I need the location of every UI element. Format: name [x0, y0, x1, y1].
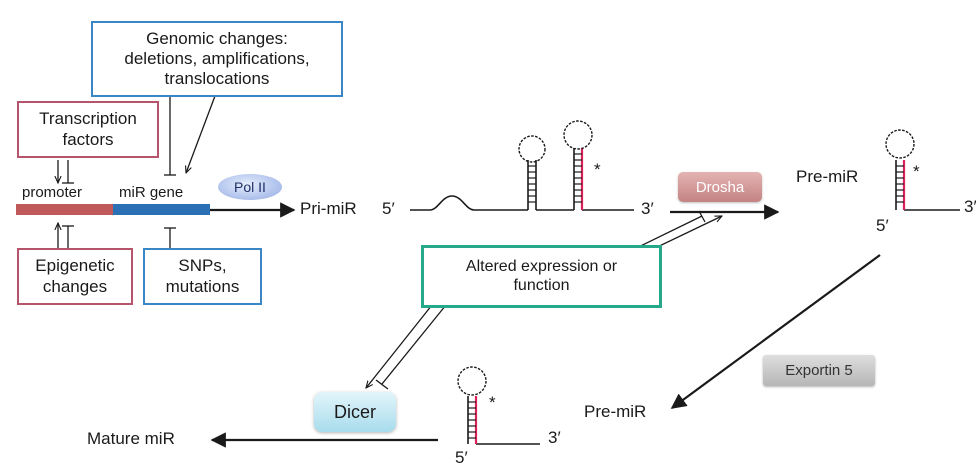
altered-expression-box: Altered expression or function: [421, 245, 662, 308]
pre-mir-nuclear-five-prime: 5′: [876, 216, 889, 235]
altered-expression-line-2: function: [513, 276, 570, 294]
epigenetic-changes-line-2: changes: [42, 276, 108, 296]
altered-dicer-connectors: [366, 304, 447, 390]
dicer-enzyme: Dicer: [314, 392, 396, 432]
pri-mir-five-prime: 5′: [382, 199, 395, 218]
transcription-factors-line-1: Transcription: [39, 109, 137, 129]
epigenetic-changes-line-1: Epigenetic: [35, 256, 115, 276]
pre-mir-nuclear-hairpin: [885, 129, 960, 211]
snps-mutations-line-1: SNPs,: [178, 256, 227, 276]
pre-mir-nuclear-label: Pre-miR: [796, 167, 859, 186]
pre-mir-nuclear-rungs: [896, 165, 904, 203]
cytoplasmic-five-prime: 5′: [455, 448, 468, 467]
genomic-connectors: [164, 95, 216, 176]
promoter-bar: [16, 204, 113, 215]
pre-mir-nuclear-star: *: [913, 162, 920, 181]
pri-mir-hairpin-rungs: [528, 153, 582, 203]
epigenetic-changes-box: Epigenetic changes: [17, 248, 133, 305]
pri-mir-label: Pri-miR: [300, 199, 357, 218]
transcription-factors-line-2: factors: [62, 129, 114, 149]
mir-gene-label: miR gene: [119, 184, 184, 201]
cytoplasmic-star: *: [489, 393, 496, 412]
transcription-factors-box: Transcription factors: [17, 101, 159, 158]
genomic-changes-box: Genomic changes: deletions, amplificatio…: [91, 21, 343, 97]
cytoplasmic-rungs: [468, 401, 476, 439]
altered-expression-line-1: Altered expression or: [465, 257, 618, 275]
epigenetic-connectors: [58, 223, 74, 248]
snp-connector: [164, 227, 176, 248]
transcription-factor-connectors: [58, 160, 74, 183]
pre-mir-nuclear-three-prime: 3′: [964, 197, 976, 216]
snps-mutations-line-2: mutations: [165, 276, 240, 296]
genomic-changes-line-2: deletions, amplifications,: [124, 48, 310, 68]
mir-gene-bar: [113, 204, 210, 215]
export-arrow: [670, 254, 881, 409]
pri-mir-star: *: [594, 160, 601, 179]
pol-ii-enzyme: Pol II: [218, 174, 282, 200]
genomic-changes-line-3: translocations: [164, 69, 270, 89]
cytoplasmic-three-prime: 3′: [548, 428, 561, 447]
pri-mir-three-prime: 3′: [641, 199, 654, 218]
snps-mutations-box: SNPs, mutations: [143, 248, 262, 305]
genomic-changes-line-1: Genomic changes:: [146, 28, 288, 48]
pri-mir-hairpin-loops: [518, 120, 593, 163]
drosha-enzyme: Drosha: [678, 172, 762, 202]
pre-mir-cytoplasm-label: Pre-miR: [584, 402, 647, 421]
mature-mir-label: Mature miR: [87, 429, 175, 448]
exportin-5-enzyme: Exportin 5: [763, 355, 875, 386]
promoter-label: promoter: [22, 184, 83, 201]
